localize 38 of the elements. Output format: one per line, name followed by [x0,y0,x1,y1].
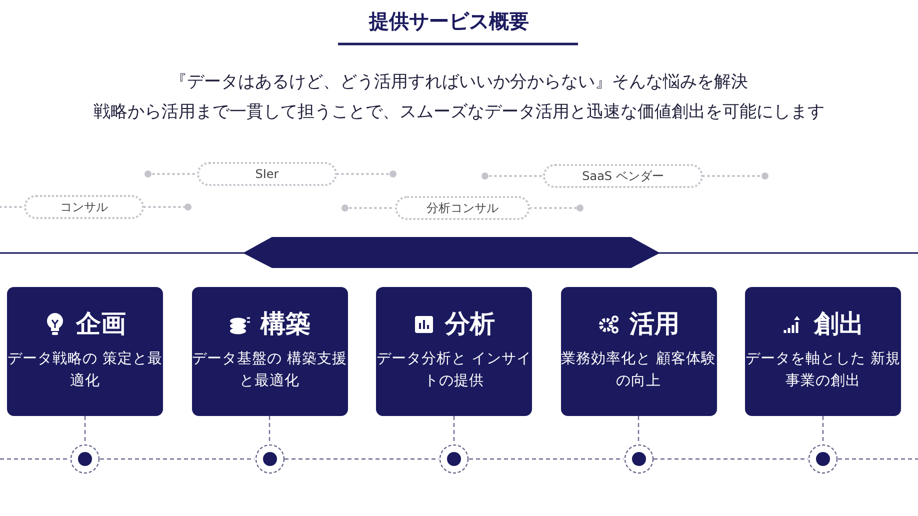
service-card [7,287,163,416]
lead-text: 戦略から活用まで一貫して担うことで、スムーズなデータ活用と迅速な価値創出を可能にします [92,101,826,123]
connector-line [84,416,86,444]
card-description: データ分析と インサイトの提供 [376,350,532,391]
category-tag: 分析コンサル [395,196,530,220]
timeline-dot [624,444,654,474]
connector-line [654,458,808,460]
service-card [192,287,348,416]
timeline-dot [70,444,100,474]
connector-line [469,458,624,460]
card-description: データを軸とした 新規事業の創出 [745,350,901,391]
connector-line [638,416,640,444]
timeline-dot [439,444,469,474]
connector-line [0,458,70,460]
card-heading: 創出 [814,308,864,340]
timeline-dot [808,444,838,474]
connector-line [284,458,439,460]
card-heading: 活用 [630,308,680,340]
card-description: データ戦略の 策定と最適化 [7,350,163,391]
category-tag: SaaS ベンダー [543,164,703,188]
connector-line [100,458,254,460]
category-tag: コンサル [24,195,144,219]
category-tag: SIer [197,162,337,186]
connector-line [453,416,455,444]
card-heading: 分析 [445,308,495,340]
card-heading: 企画 [76,308,126,340]
title: 提供サービス概要 [369,8,529,35]
service-card [745,287,901,416]
lead-text: 『データはあるけど、どう活用すればいいか分からない』そんな悩みを解決 [169,71,749,93]
connector-line [268,416,270,444]
service-card [560,287,716,416]
card-description: 業務効率化と 顧客体験の向上 [560,350,716,391]
timeline-dot [254,444,284,474]
connector-line [838,458,918,460]
connector-line [822,416,824,444]
card-description: データ基盤の 構築支援と最適化 [192,350,348,391]
service-card [376,287,532,416]
card-heading: 構築 [260,308,310,340]
